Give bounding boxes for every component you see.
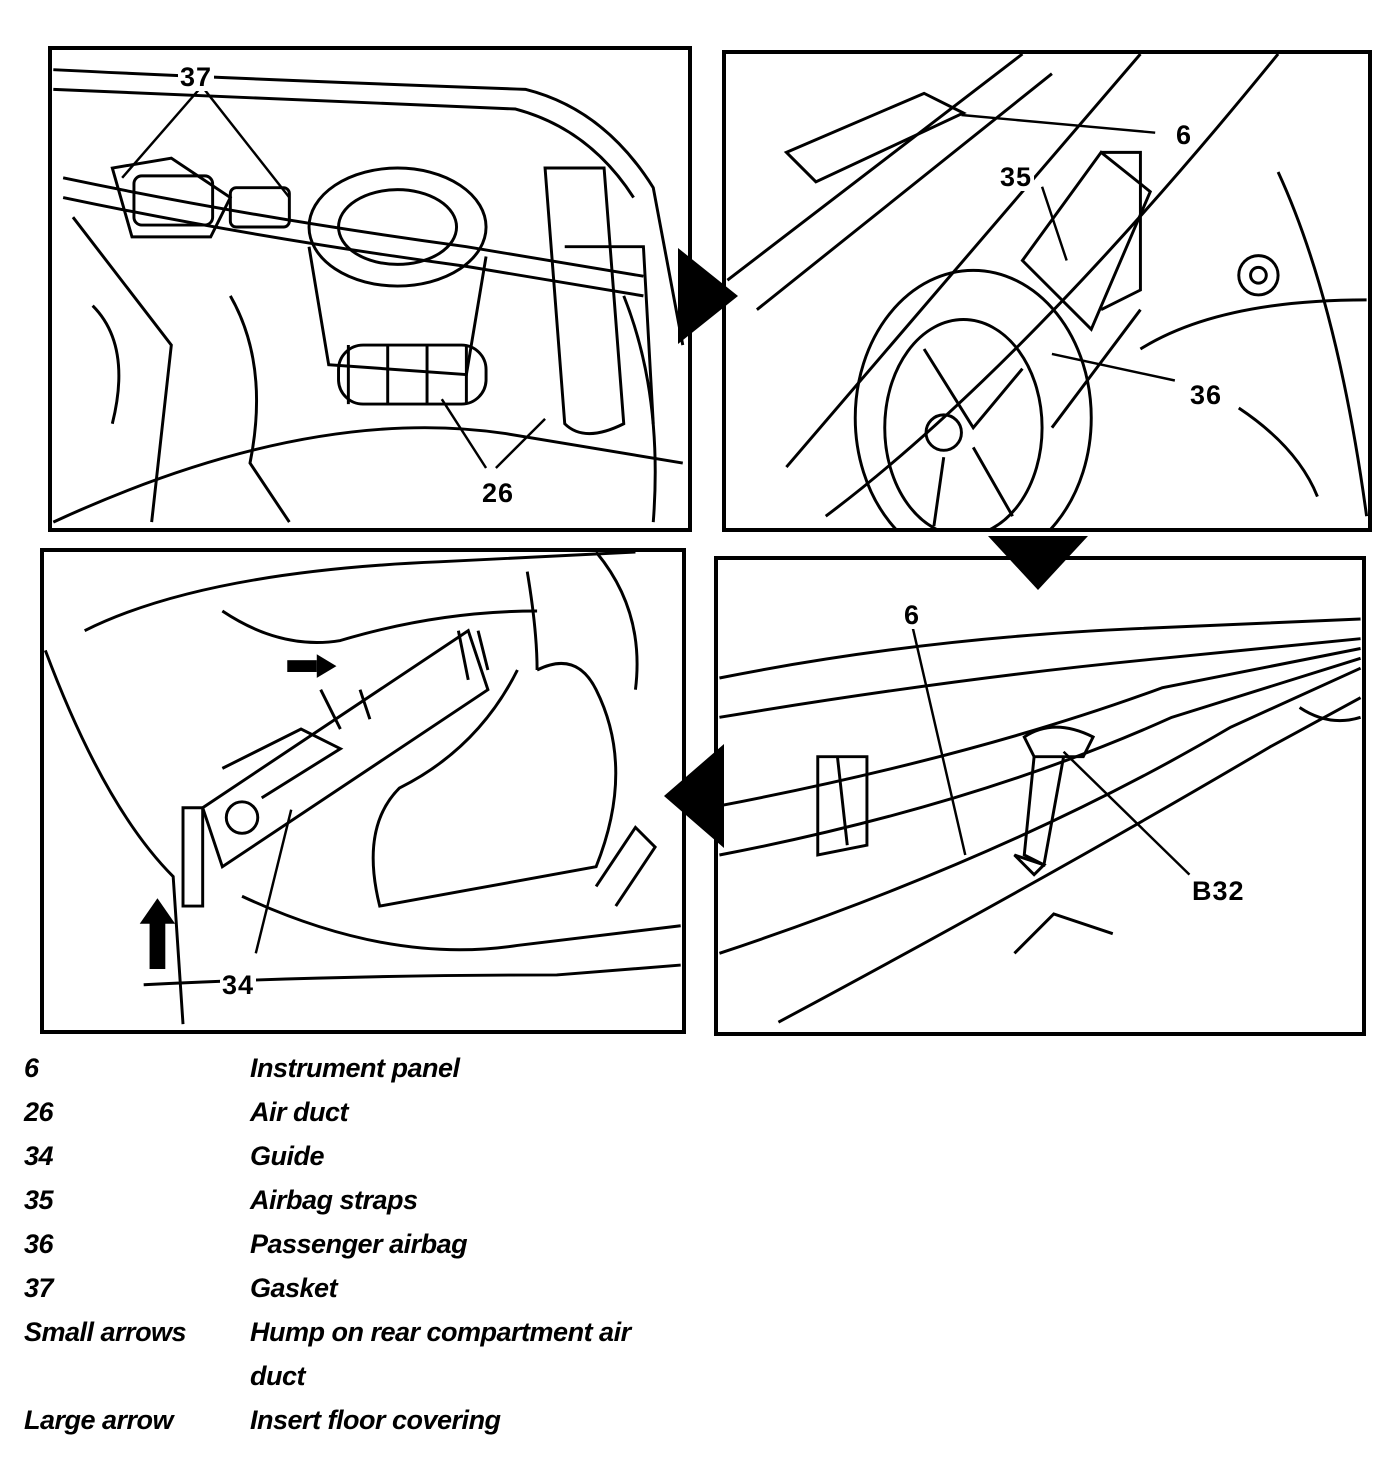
legend-row: 36 Passenger airbag — [24, 1222, 744, 1266]
legend-row: 37 Gasket — [24, 1266, 744, 1310]
legend-row: 35 Airbag straps — [24, 1178, 744, 1222]
panel-top-right-drawing — [726, 54, 1368, 528]
legend-row: 26 Air duct — [24, 1090, 744, 1134]
legend-key: 34 — [24, 1141, 54, 1171]
legend-desc: Gasket — [250, 1273, 338, 1303]
legend-row: 6 Instrument panel — [24, 1046, 744, 1090]
legend-desc: Instrument panel — [250, 1053, 460, 1083]
arrow-right-icon — [678, 248, 738, 344]
legend-key: Small arrows — [24, 1317, 187, 1347]
legend-desc: Air duct — [250, 1097, 349, 1127]
legend-desc: Hump on rear compartment air duct — [250, 1317, 631, 1391]
legend-row: 34 Guide — [24, 1134, 744, 1178]
legend: 6 Instrument panel 26 Air duct 34 Guide … — [24, 1046, 744, 1442]
panel-top-left: 37 26 — [48, 46, 692, 532]
legend-row: Large arrow Insert floor covering — [24, 1398, 744, 1442]
panel-top-left-drawing — [52, 68, 685, 524]
callout-35: 35 — [998, 162, 1035, 192]
legend-key: Large arrow — [24, 1405, 174, 1435]
callout-6: 6 — [1174, 120, 1195, 150]
callout-6-bottom: 6 — [902, 600, 923, 630]
arrow-down-icon — [988, 536, 1088, 590]
panel-top-right: 6 35 36 — [722, 50, 1372, 532]
arrow-left-icon — [664, 744, 724, 848]
panel-bottom-right-drawing — [718, 617, 1362, 1024]
legend-key: 35 — [24, 1185, 54, 1215]
legend-desc: Passenger airbag — [250, 1229, 468, 1259]
legend-key: 26 — [24, 1097, 54, 1127]
panel-bottom-left: 34 — [40, 548, 686, 1034]
panel-bottom-left-drawing — [44, 552, 681, 1025]
callout-34: 34 — [220, 970, 257, 1000]
legend-desc: Airbag straps — [250, 1185, 418, 1215]
callout-37: 37 — [178, 62, 215, 92]
callout-36: 36 — [1188, 380, 1225, 410]
callout-b32: B32 — [1190, 876, 1247, 906]
legend-row: Small arrows Hump on rear compartment ai… — [24, 1310, 744, 1398]
legend-desc: Insert floor covering — [250, 1405, 501, 1435]
legend-key: 6 — [24, 1053, 39, 1083]
panel-bottom-right: 6 B32 — [714, 556, 1366, 1036]
legend-key: 37 — [24, 1273, 54, 1303]
legend-desc: Guide — [250, 1141, 325, 1171]
legend-key: 36 — [24, 1229, 54, 1259]
callout-26: 26 — [480, 478, 517, 508]
